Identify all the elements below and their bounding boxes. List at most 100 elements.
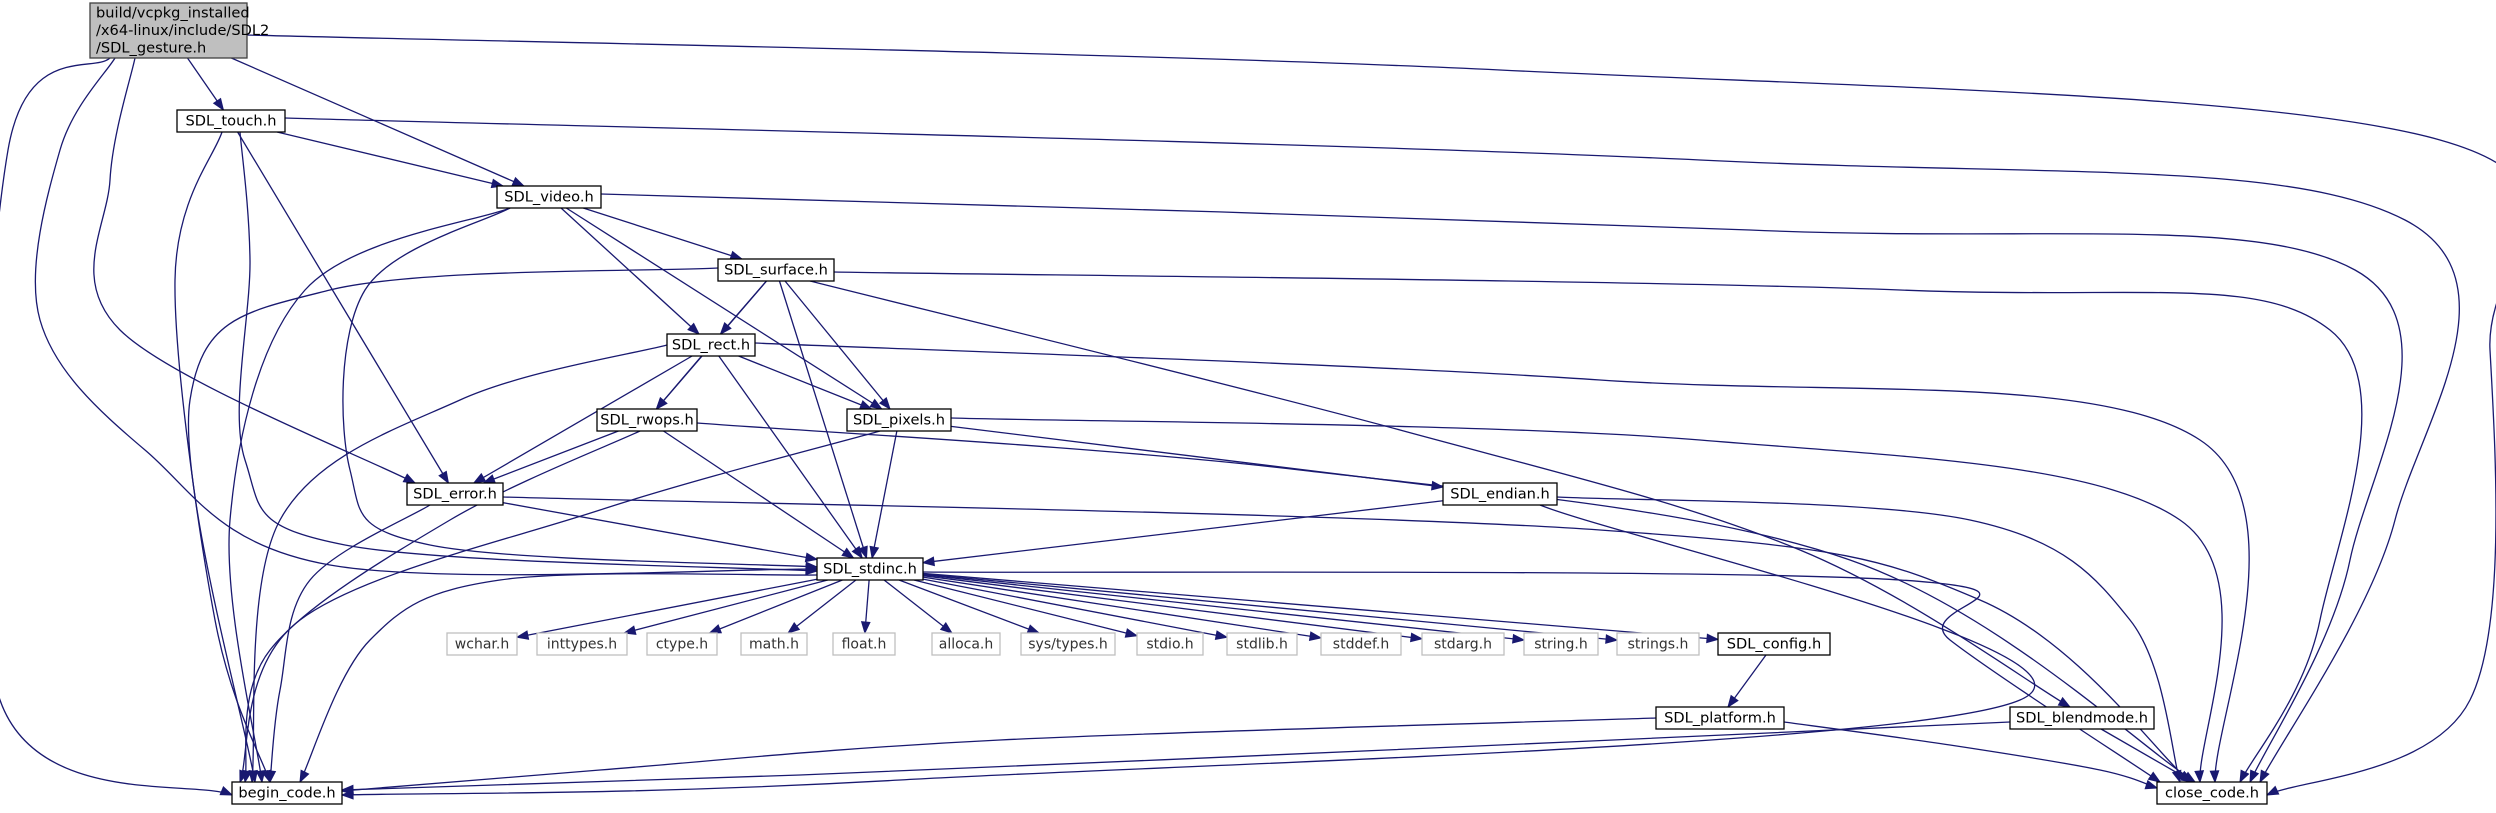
node-label: /x64-linux/include/SDL2 — [96, 22, 269, 39]
node-label: stdarg.h — [1434, 636, 1492, 652]
edge-line — [228, 207, 511, 783]
edge-root-to-begin — [0, 57, 234, 796]
edge-line — [341, 504, 2035, 796]
node-label: ctype.h — [656, 636, 708, 652]
edge-line — [922, 573, 1618, 641]
node-rect[interactable]: SDL_rect.h — [666, 333, 756, 357]
edge-line — [565, 207, 883, 410]
edge-line — [709, 579, 843, 634]
edge-line — [871, 430, 898, 559]
edge-arrowhead — [786, 622, 801, 634]
node-surface[interactable]: SDL_surface.h — [717, 258, 835, 282]
node-alloca: alloca.h — [931, 632, 1001, 656]
node-label: stddef.h — [1333, 636, 1389, 652]
node-config[interactable]: SDL_config.h — [1717, 632, 1831, 656]
edge-line — [922, 574, 1525, 641]
edge-line — [276, 131, 504, 187]
edge-arrowhead — [805, 561, 819, 572]
edge-error-to-begin — [266, 504, 431, 784]
edge-arrowhead — [1605, 634, 1619, 644]
node-label: string.h — [1534, 636, 1588, 652]
edge-rect-to-rwops — [655, 355, 703, 411]
edge-arrowhead — [2239, 769, 2250, 784]
edge-arrowhead — [1512, 633, 1526, 644]
node-box — [496, 185, 602, 209]
edge-line — [624, 579, 828, 634]
edge-stdinc-to-string — [922, 574, 1526, 644]
edge-surface-to-pixels — [784, 280, 891, 411]
edge-line — [1556, 496, 2181, 783]
edge-line — [174, 131, 271, 783]
edge-line — [34, 57, 818, 576]
edge-arrowhead — [2147, 771, 2162, 783]
node-root[interactable]: build/vcpkg_installed/x64-linux/include/… — [89, 2, 269, 59]
edge-line — [341, 717, 1657, 792]
edge-arrowhead — [212, 97, 225, 112]
node-box — [2009, 706, 2155, 730]
edge-rect-to-close — [754, 342, 2250, 784]
edge-arrowhead — [851, 545, 864, 560]
node-begin[interactable]: begin_code.h — [231, 781, 343, 805]
node-string: string.h — [1523, 632, 1599, 656]
edge-arrowhead — [858, 400, 873, 410]
edge-arrowhead — [266, 770, 277, 784]
node-label: wchar.h — [455, 636, 509, 652]
edge-platform-to-begin — [340, 717, 1657, 795]
edge-rwops-to-stdinc — [663, 430, 855, 559]
node-stdlib: stdlib.h — [1226, 632, 1298, 656]
node-box — [816, 557, 924, 581]
edge-stdinc-to-begin — [299, 573, 818, 784]
node-label: SDL_platform.h — [1664, 709, 1776, 726]
edge-line — [473, 355, 693, 484]
edge-line — [718, 355, 863, 559]
edge-line — [342, 207, 818, 568]
edge-line — [251, 344, 668, 783]
node-float: float.h — [832, 632, 896, 656]
edge-line — [231, 57, 525, 187]
edge-video-to-stdinc — [342, 207, 819, 572]
edge-arrowhead — [858, 545, 868, 560]
node-error[interactable]: SDL_error.h — [406, 482, 504, 506]
edge-arrowhead — [841, 547, 855, 559]
edge-line — [583, 207, 742, 260]
node-math: math.h — [740, 632, 808, 656]
edge-arrowhead — [687, 322, 701, 335]
edge-arrowhead — [219, 786, 234, 796]
node-box — [2156, 781, 2268, 805]
edge-arrowhead — [860, 621, 871, 635]
edge-line — [754, 342, 2250, 783]
node-rwops[interactable]: SDL_rwops.h — [596, 408, 698, 432]
edge-line — [922, 572, 1719, 641]
node-box — [446, 632, 518, 656]
edge-endian-to-stdinc — [921, 500, 1444, 567]
edge-line — [950, 417, 2223, 783]
node-pixels[interactable]: SDL_pixels.h — [846, 408, 952, 432]
edge-stdinc-to-stdio — [913, 579, 1139, 638]
edge-line — [787, 579, 857, 634]
node-touch[interactable]: SDL_touch.h — [176, 109, 286, 133]
edge-surface-to-stdinc — [778, 280, 868, 560]
edge-blendmode-to-begin — [340, 721, 2011, 795]
node-blendmode[interactable]: SDL_blendmode.h — [2009, 706, 2155, 730]
edge-line — [600, 193, 2403, 783]
node-video[interactable]: SDL_video.h — [496, 185, 602, 209]
edge-touch-to-video — [276, 131, 505, 189]
node-label: SDL_rwops.h — [600, 411, 694, 428]
edge-line — [883, 579, 953, 634]
node-close[interactable]: close_code.h — [2156, 781, 2268, 805]
edge-arrowhead — [1214, 630, 1229, 641]
node-label: strings.h — [1628, 636, 1689, 652]
edge-arrowhead — [340, 784, 354, 795]
node-label: SDL_stdinc.h — [823, 560, 917, 577]
edge-line — [663, 430, 854, 559]
edge-arrowhead — [655, 397, 668, 411]
edges-layer — [0, 34, 2496, 800]
edge-line — [784, 280, 891, 410]
edge-line — [655, 355, 703, 410]
edge-pixels-to-endian — [950, 425, 1445, 491]
node-box — [717, 258, 835, 282]
node-stdinc[interactable]: SDL_stdinc.h — [816, 557, 924, 581]
edge-line — [922, 571, 2161, 783]
node-platform[interactable]: SDL_platform.h — [1655, 706, 1785, 730]
node-endian[interactable]: SDL_endian.h — [1442, 482, 1558, 506]
